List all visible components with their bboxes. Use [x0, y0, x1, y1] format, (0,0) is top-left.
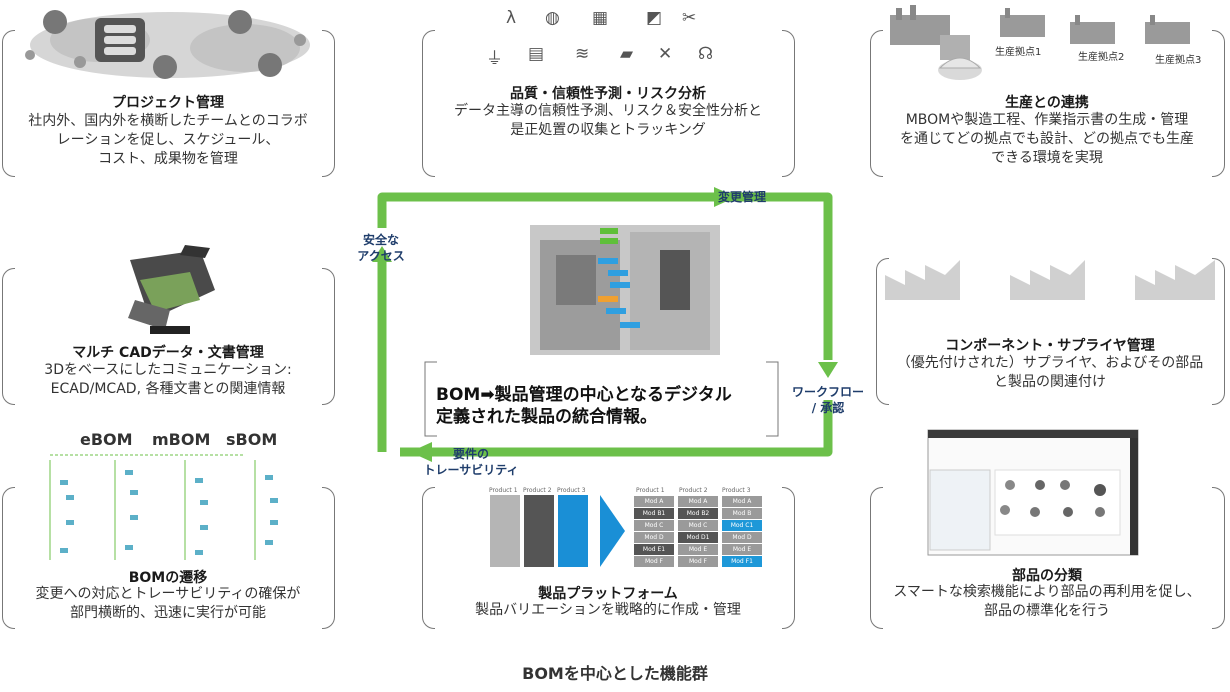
site-label-1: 生産拠点1 — [995, 47, 1042, 58]
world-map-illustration — [25, 10, 310, 79]
supplier-factories — [885, 260, 1215, 300]
bom-header-mbom: mBOM — [152, 430, 211, 449]
platform-product-1: Product 1 — [489, 487, 518, 494]
mod-cell: Mod A — [678, 496, 718, 507]
bom-header-ebom: eBOM — [80, 430, 133, 449]
mod-cell: Mod F — [678, 556, 718, 567]
multicad-title: マルチ CADデータ・文書管理 — [72, 345, 264, 361]
mod-cell: Mod D1 — [678, 532, 718, 543]
diagram-footer-title: BOMを中心とした機能群 — [522, 664, 708, 683]
table-icon: ▤ — [528, 44, 545, 64]
bom-desc: 変更への対応とトレーサビリティの確保が 部門横断的、迅速に実行が可能 — [35, 586, 301, 621]
machine-illustration — [530, 225, 720, 355]
mod-cell: Mod D — [634, 532, 674, 543]
mod-cell: Mod E1 — [634, 544, 674, 555]
mod-cell: Mod A — [722, 496, 762, 507]
headset-icon: ☊ — [698, 44, 714, 64]
bom-title: BOMの遷移 — [128, 570, 208, 586]
supplier-desc: （優先付けされた）サプライヤ、およびその部品 と製品の関連付け — [896, 355, 1204, 390]
cycle-bottom-path — [400, 400, 833, 457]
cycle-label-trace: 要件の トレーサビリティ — [423, 447, 519, 477]
arrow-head-down — [818, 362, 838, 378]
factory-illustration — [890, 5, 1190, 80]
mod-cell: Mod C — [678, 520, 718, 531]
platform-desc: 製品バリエーションを戦略的に作成・管理 — [475, 602, 741, 618]
multicad-desc: 3Dをベースにしたコミュニケーション: ECAD/MCAD, 各種文書との関連情… — [44, 362, 292, 397]
arrow-head-left — [410, 442, 432, 462]
arrow-head-right — [714, 187, 736, 207]
classification-screenshot — [927, 429, 1139, 556]
cycle-label-change: 変更管理 — [718, 190, 767, 204]
mod-cell: Mod C — [634, 520, 674, 531]
bom-header-sbom: sBOM — [226, 430, 278, 449]
bom-trees — [49, 454, 256, 560]
mod-cell: Mod E — [678, 544, 718, 555]
site-label-3: 生産拠点3 — [1155, 55, 1202, 66]
center-statement: BOM➡製品管理の中心となるデジタル 定義された製品の統合情報。 — [436, 385, 732, 427]
mod-cell: Mod C1 — [722, 520, 762, 531]
mod-cell: Mod D — [722, 532, 762, 543]
cycle-top-right-path — [377, 192, 833, 360]
tools-icon: ✕ — [658, 44, 673, 64]
mod-cell: Mod F — [634, 556, 674, 567]
table-header-product-3: Product 3 — [722, 487, 751, 494]
table-header-product-1: Product 1 — [636, 487, 665, 494]
stack-icon: ≋ — [575, 44, 590, 64]
caliper-icon: ✂ — [682, 8, 697, 28]
classification-title: 部品の分類 — [1012, 568, 1082, 584]
folder-icon: ▰ — [620, 44, 634, 64]
cycle-label-access: 安全な アクセス — [357, 233, 405, 263]
table-header-product-2: Product 2 — [679, 487, 708, 494]
mod-cell: Mod B2 — [678, 508, 718, 519]
mod-cell: Mod F1 — [722, 556, 762, 567]
bom-nodes — [60, 470, 278, 555]
platform-product-3: Product 3 — [557, 487, 586, 494]
project-desc: 社内外、国内外を横断したチームとのコラボ レーションを促し、スケジュール、 コス… — [28, 113, 308, 167]
arrow-head-up — [372, 246, 392, 262]
platform-product-2: Product 2 — [523, 487, 552, 494]
lambda-icon: λ — [506, 8, 517, 28]
platform-title: 製品プラットフォーム — [538, 586, 678, 602]
cad-illustration — [128, 245, 215, 334]
production-desc: MBOMや製造工程、作業指示書の生成・管理 を通じてどの拠点でも設計、どの拠点で… — [900, 112, 1194, 166]
blocks-icon: ▦ — [592, 8, 609, 28]
project-title: プロジェクト管理 — [112, 95, 224, 111]
production-title: 生産との連携 — [1005, 95, 1089, 111]
quality-desc: データ主導の信頼性予測、リスク＆安全性分析と 是正処置の収集とトラッキング — [454, 103, 762, 138]
mod-cell: Mod E — [722, 544, 762, 555]
cycle-label-workflow: ワークフロー / 承認 — [791, 385, 864, 415]
site-label-2: 生産拠点2 — [1078, 52, 1125, 63]
mod-cell: Mod B — [722, 508, 762, 519]
quality-title: 品質・信頼性予測・リスク分析 — [510, 86, 706, 102]
mod-cell: Mod B1 — [634, 508, 674, 519]
chart-icon: ◩ — [646, 8, 663, 28]
globe-icon: ◍ — [545, 8, 560, 28]
cycle-arrows — [377, 192, 833, 457]
classification-desc: スマートな検索機能により部品の再利用を促し、 部品の標準化を行う — [893, 584, 1201, 619]
center-box-right-bracket — [766, 361, 779, 437]
supplier-title: コンポーネント・サプライヤ管理 — [945, 338, 1155, 354]
platform-bars — [490, 495, 625, 567]
plug-icon: ⏚ — [486, 49, 503, 69]
mod-cell: Mod A — [634, 496, 674, 507]
center-box-left-bracket — [424, 361, 437, 437]
